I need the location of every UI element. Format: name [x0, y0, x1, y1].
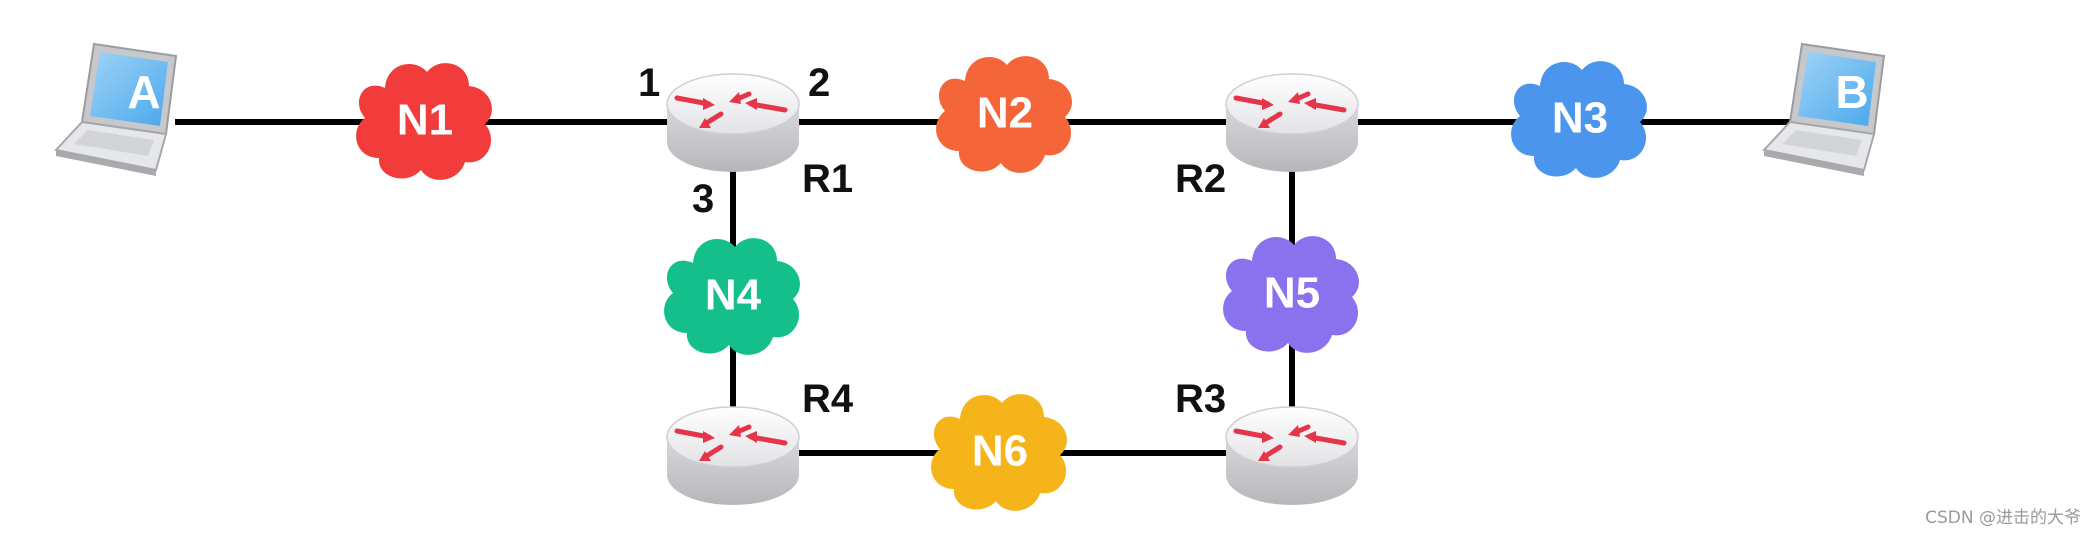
- router-r3[interactable]: [1226, 407, 1358, 505]
- router-r4[interactable]: [667, 407, 799, 505]
- router-r4-label: R4: [802, 377, 854, 421]
- watermark: CSDN @进击的大爷: [1925, 508, 2081, 528]
- router-r3-label: R3: [1175, 377, 1226, 421]
- router-icon: [667, 74, 799, 172]
- network-n6[interactable]: N6: [931, 394, 1067, 511]
- network-n5-label: N5: [1264, 269, 1320, 318]
- network-n5[interactable]: N5: [1223, 236, 1359, 353]
- network-n1-label: N1: [397, 96, 453, 145]
- router-r1-label: R1: [802, 157, 853, 201]
- network-n4-label: N4: [705, 271, 762, 320]
- network-n3[interactable]: N3: [1511, 61, 1647, 178]
- network-n1[interactable]: N1: [356, 63, 492, 180]
- router-r2-label: R2: [1175, 157, 1226, 201]
- network-n4[interactable]: N4: [664, 238, 800, 355]
- r1-interface-1-label: 1: [638, 61, 660, 105]
- router-icon: [1226, 74, 1358, 172]
- router-r1[interactable]: [667, 74, 799, 172]
- network-n2-label: N2: [977, 89, 1033, 138]
- host-a[interactable]: A: [55, 43, 177, 177]
- host-b-label: B: [1835, 66, 1868, 118]
- host-a-label: A: [127, 66, 160, 118]
- network-n3-label: N3: [1552, 94, 1608, 143]
- router-icon: [1226, 407, 1358, 505]
- host-b[interactable]: B: [1763, 43, 1885, 177]
- router-icon: [667, 407, 799, 505]
- network-n6-label: N6: [972, 427, 1028, 476]
- router-r2[interactable]: [1226, 74, 1358, 172]
- r1-interface-3-label: 3: [692, 177, 714, 221]
- network-n2[interactable]: N2: [936, 56, 1072, 173]
- r1-interface-2-label: 2: [808, 61, 830, 105]
